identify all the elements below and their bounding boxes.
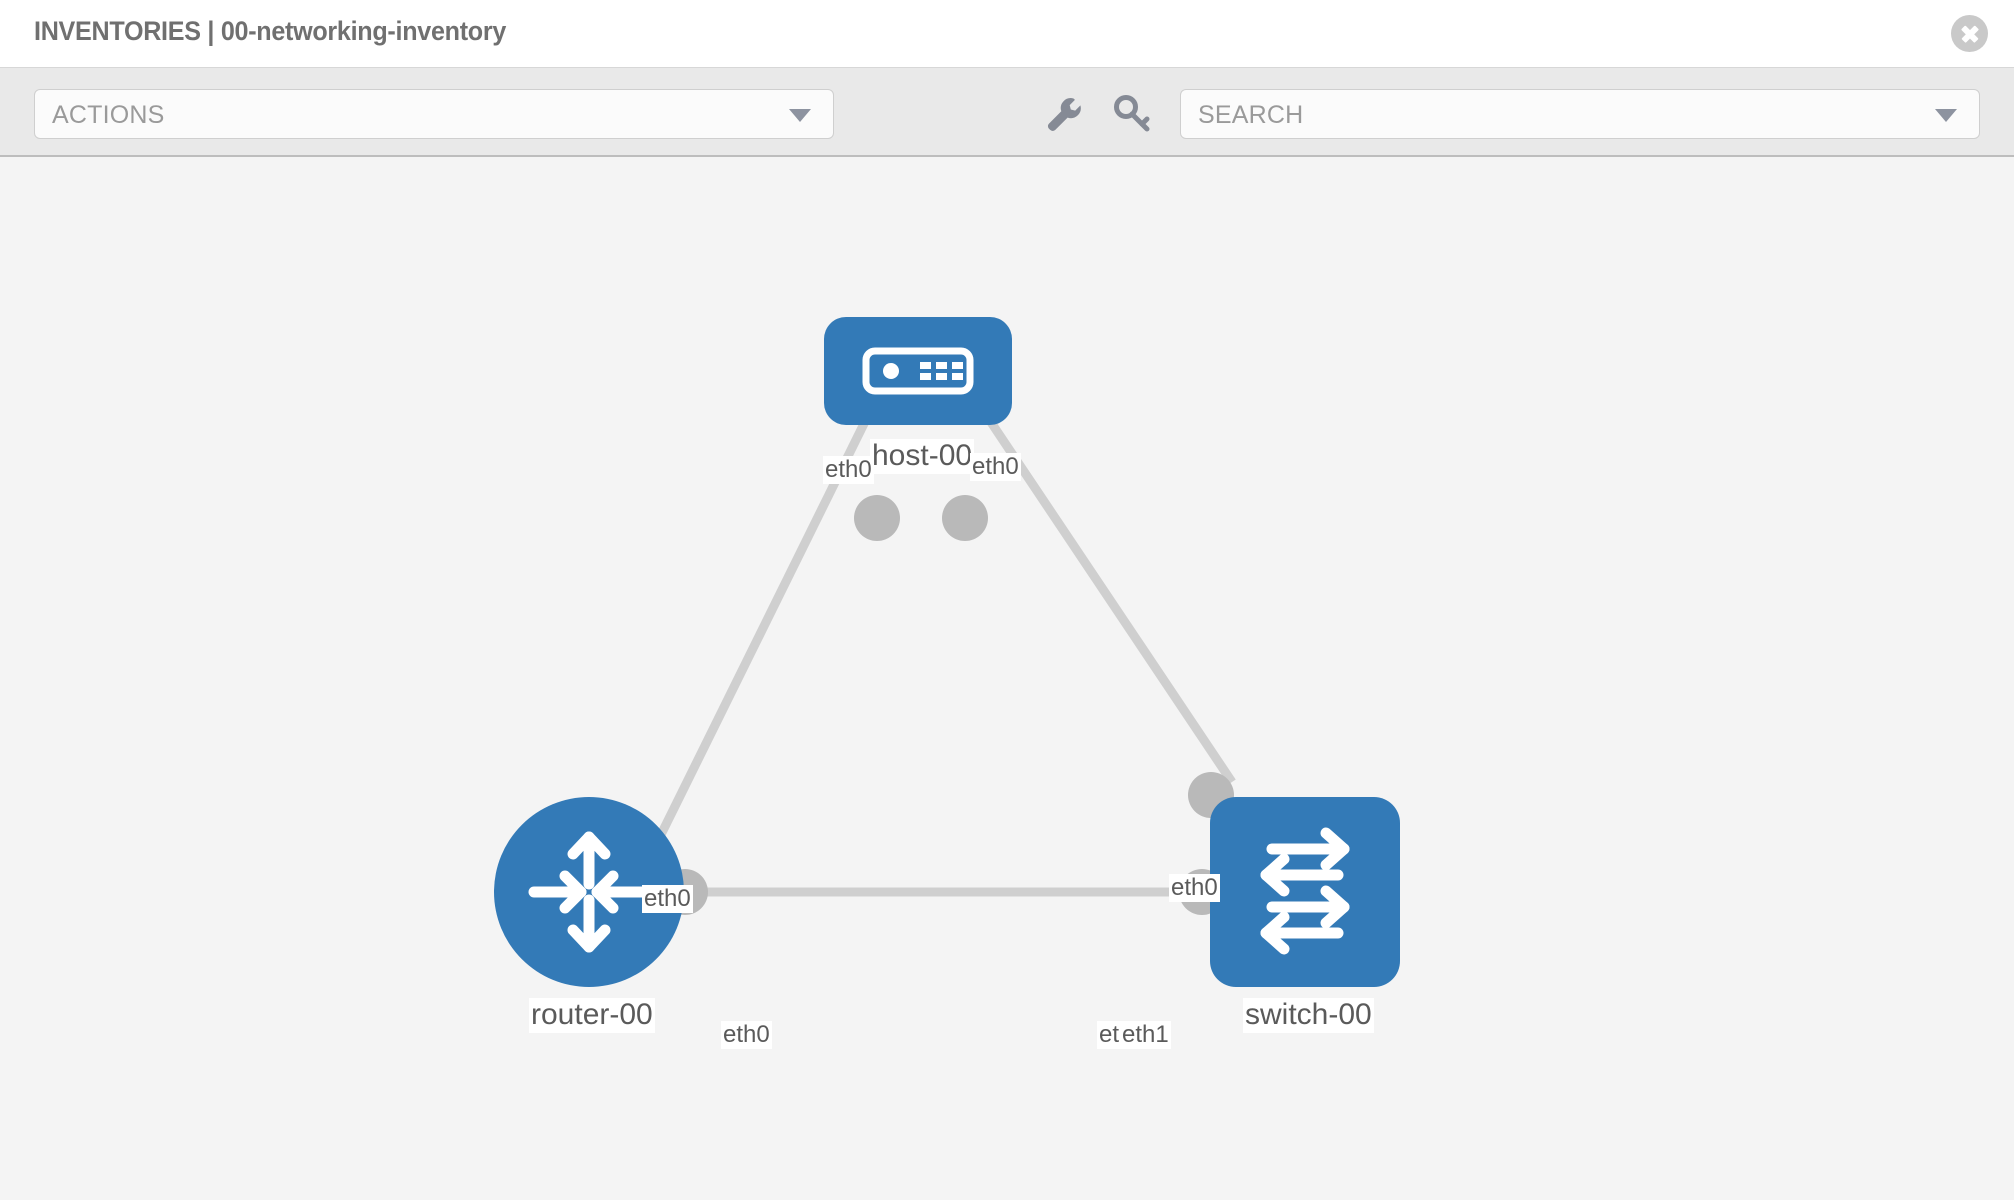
node-host-label: host-00 bbox=[870, 439, 975, 474]
search-input[interactable]: SEARCH bbox=[1180, 89, 1980, 139]
chevron-down-icon bbox=[1935, 109, 1957, 122]
bidirectional-arrows-icon bbox=[1260, 827, 1350, 955]
edge-label-switch-eth1: eth1 bbox=[1120, 1021, 1171, 1049]
node-host-shape bbox=[824, 317, 1012, 425]
topology-canvas[interactable]: host-00 eth0 eth0 router-00 eth0 bbox=[0, 157, 2014, 1200]
close-icon[interactable] bbox=[1951, 15, 1988, 52]
node-switch-shape bbox=[1210, 797, 1400, 987]
page-title: INVENTORIES | 00-networking-inventory bbox=[34, 16, 507, 46]
node-switch-00[interactable] bbox=[1179, 772, 1400, 987]
edge-label-router-eth0-up: eth0 bbox=[642, 885, 693, 913]
edge-label-host-eth0-left: eth0 bbox=[823, 456, 874, 484]
wrench-icon[interactable] bbox=[1040, 90, 1088, 138]
node-host-00[interactable] bbox=[824, 317, 1012, 541]
key-icon[interactable] bbox=[1107, 90, 1155, 138]
four-arrows-inward-icon bbox=[528, 831, 650, 953]
page-header: INVENTORIES | 00-networking-inventory bbox=[0, 0, 2014, 68]
node-router-00[interactable] bbox=[494, 797, 708, 987]
port-host-eth0-left[interactable] bbox=[854, 495, 900, 541]
node-switch-label: switch-00 bbox=[1243, 998, 1374, 1033]
actions-dropdown-label: ACTIONS bbox=[52, 101, 165, 129]
toolbar: ACTIONS SEARCH bbox=[0, 68, 2014, 157]
actions-dropdown[interactable]: ACTIONS bbox=[34, 89, 834, 139]
server-device-icon bbox=[862, 347, 974, 395]
port-host-eth0-right[interactable] bbox=[942, 495, 988, 541]
edge-label-switch-eth0-up: eth0 bbox=[1169, 874, 1220, 902]
edge-label-host-eth0-right: eth0 bbox=[970, 453, 1021, 481]
topology-edges bbox=[640, 364, 1236, 897]
edge-host-switch bbox=[950, 364, 1236, 785]
chevron-down-icon bbox=[789, 109, 811, 122]
edge-label-router-eth0-right: eth0 bbox=[721, 1021, 772, 1049]
search-placeholder: SEARCH bbox=[1198, 101, 1304, 129]
node-router-label: router-00 bbox=[529, 998, 655, 1033]
edge-host-router bbox=[640, 365, 897, 869]
